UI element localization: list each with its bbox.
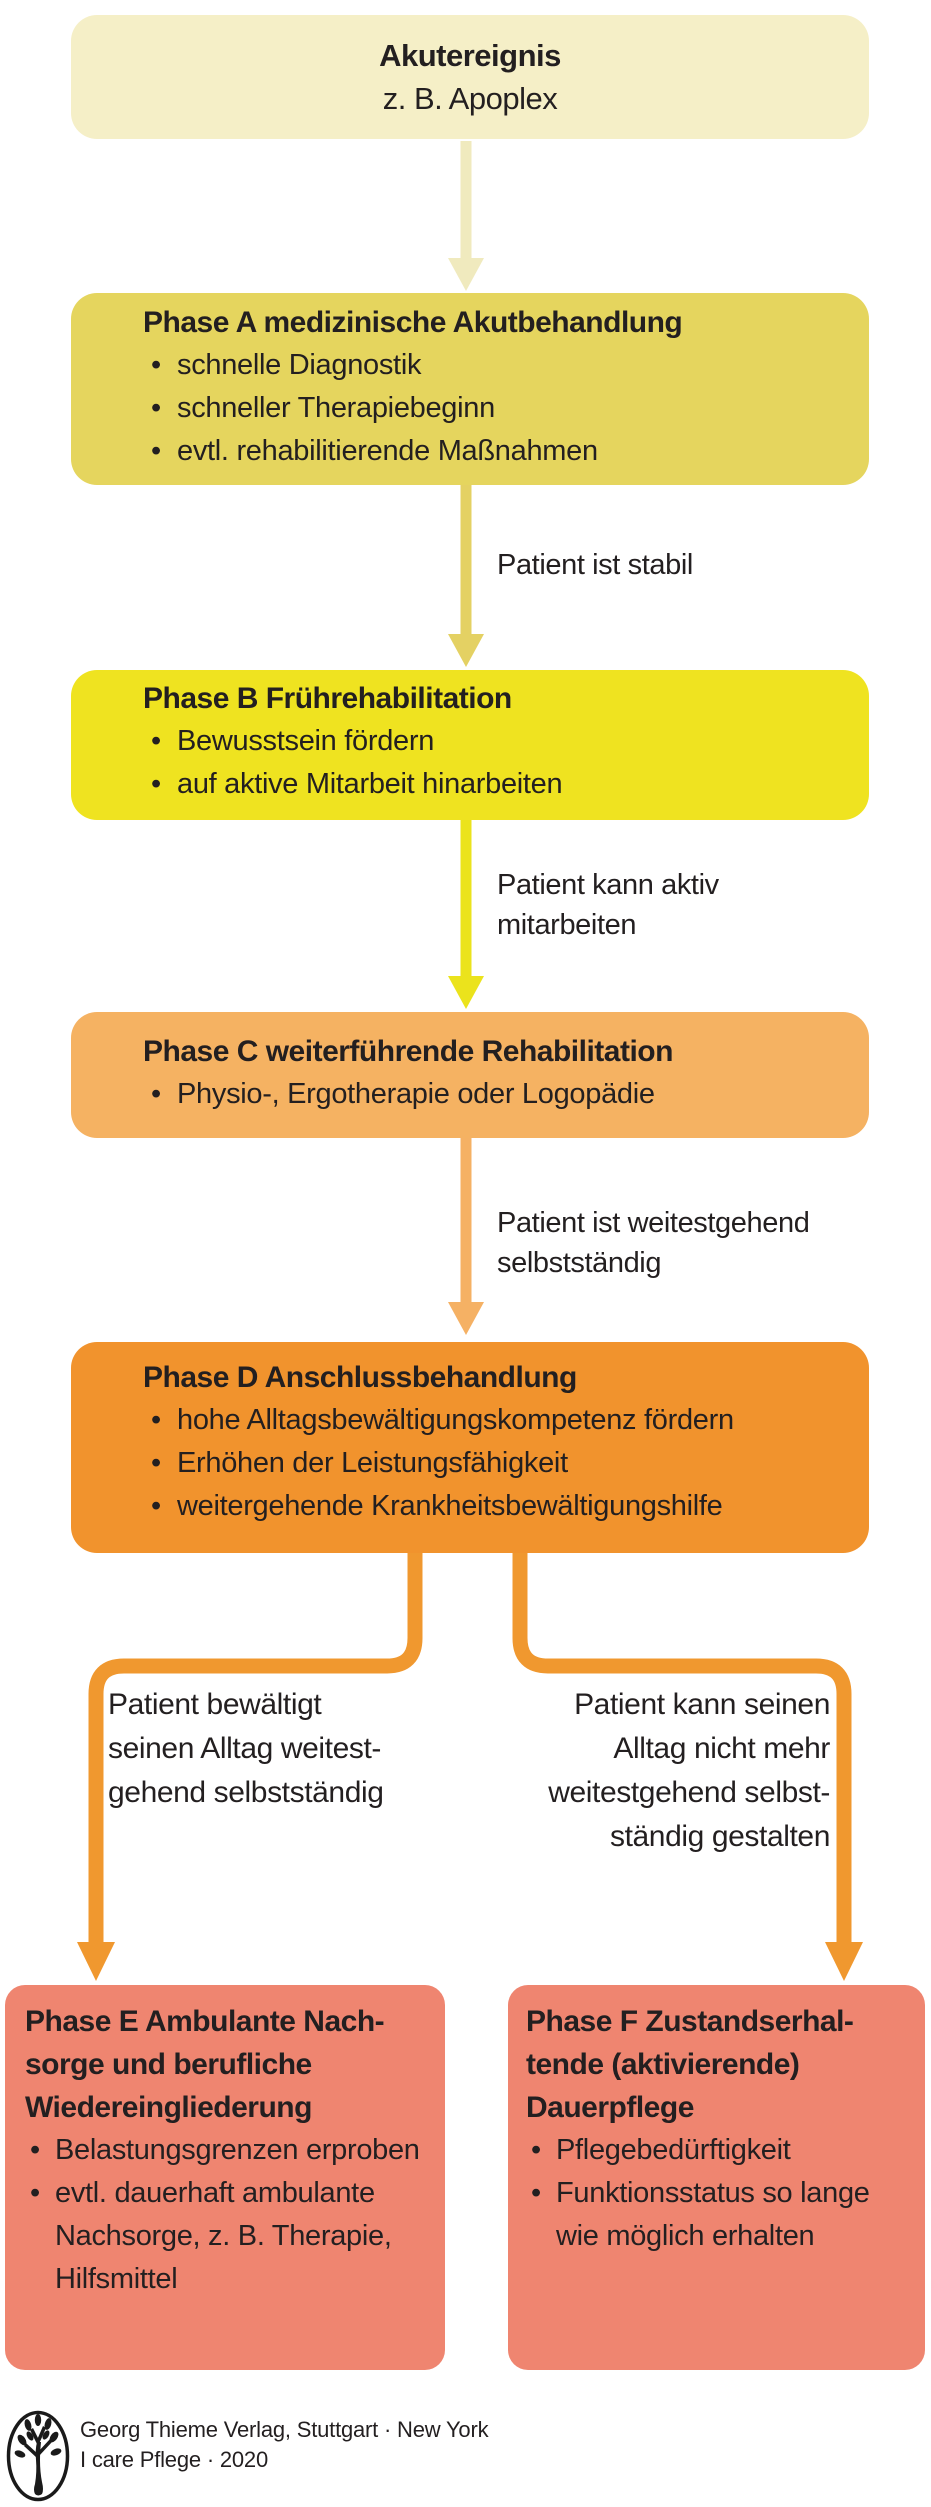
phase-f-bullet: Pflegebedürftigkeit xyxy=(526,2129,915,2172)
branch-label-line: seinen Alltag weitest- xyxy=(108,1732,382,1765)
arrow-start-to-a-head xyxy=(448,258,484,291)
arrow-b-to-c-head xyxy=(448,976,484,1009)
phase-e-title-line: Wiedereingliederung xyxy=(25,2091,312,2124)
branch-label-d-to-f: Patient kann seinen Alltag nicht mehr we… xyxy=(520,1683,830,1859)
phase-b-box: Phase B Frührehabilitation Bewusstsein f… xyxy=(71,670,869,820)
phase-f-bullet-list: Pflegebedürftigkeit Funktionsstatus so l… xyxy=(526,2129,915,2258)
branch-label-d-to-e: Patient bewältigt seinen Alltag weitest-… xyxy=(108,1683,384,1815)
phase-f-box: Phase F Zustandserhal- tende (aktivieren… xyxy=(508,1985,925,2370)
transition-label-c-d: Patient ist weitestgehend selbstständig xyxy=(497,1203,810,1283)
phase-e-title-line: Phase E Ambulante Nach- xyxy=(25,2005,385,2038)
phase-c-bullet: Physio-, Ergotherapie oder Logopädie xyxy=(143,1073,849,1116)
transition-label-a-b: Patient ist stabil xyxy=(497,545,693,585)
phase-d-box: Phase D Anschlussbehandlung hohe Alltags… xyxy=(71,1342,869,1553)
phase-b-bullet: auf aktive Mitarbeit hinarbeiten xyxy=(143,763,849,806)
arrow-d-to-f-path xyxy=(512,1551,852,1944)
arrow-d-to-e-head xyxy=(77,1942,115,1981)
phase-e-title-line: sorge und berufliche xyxy=(25,2048,312,2081)
phase-d-bullet-list: hohe Alltagsbewältigungskompetenz förder… xyxy=(143,1399,849,1528)
branch-label-line: Patient bewältigt xyxy=(108,1688,322,1721)
phase-e-bullet-list: Belastungsgrenzen erproben evtl. dauerha… xyxy=(25,2129,433,2301)
phase-a-bullet: schnelle Diagnostik xyxy=(143,344,849,387)
transition-label-b-c: Patient kann aktiv mitarbeiten xyxy=(497,865,719,945)
phase-f-bullet: Funktionsstatus so lange wie möglich erh… xyxy=(526,2172,915,2258)
phase-a-bullet: evtl. rehabilitierende Maßnahmen xyxy=(143,430,849,473)
phase-f-title-line: Dauerpflege xyxy=(526,2091,694,2124)
phase-d-bullet: Erhöhen der Leistungsfähigkeit xyxy=(143,1442,849,1485)
branch-label-line: Alltag nicht mehr xyxy=(613,1732,830,1765)
phase-a-box: Phase A medizinische Akutbehandlung schn… xyxy=(71,293,869,485)
phase-a-bullet: schneller Therapiebeginn xyxy=(143,387,849,430)
start-box-akutereignis: Akutereignis z. B. Apoplex xyxy=(71,15,869,139)
phase-f-title-line: Phase F Zustandserhal- xyxy=(526,2005,854,2038)
phase-a-title: Phase A medizinische Akutbehandlung xyxy=(143,306,683,339)
phase-d-title: Phase D Anschlussbehandlung xyxy=(143,1361,577,1394)
footer-source: I care Pflege · 2020 xyxy=(80,2447,269,2472)
phase-a-bullet-list: schnelle Diagnostik schneller Therapiebe… xyxy=(143,344,849,473)
arrow-d-to-f-head xyxy=(825,1942,863,1981)
start-box-subtitle: z. B. Apoplex xyxy=(382,81,558,116)
arrow-a-to-b-head xyxy=(448,634,484,667)
phase-e-title: Phase E Ambulante Nach- sorge und berufl… xyxy=(25,2000,433,2129)
phase-d-bullet: hohe Alltagsbewältigungskompetenz förder… xyxy=(143,1399,849,1442)
footer-credits: Georg Thieme Verlag, Stuttgart · New Yor… xyxy=(80,2415,489,2475)
branch-label-line: weitestgehend selbst- xyxy=(548,1776,830,1809)
branch-label-line: Patient kann seinen xyxy=(574,1688,830,1721)
phase-e-bullet: evtl. dauerhaft ambulante Nachsorge, z. … xyxy=(25,2172,433,2301)
arrow-d-to-e-path xyxy=(88,1551,423,1944)
transition-label-line: selbstständig xyxy=(497,1247,662,1279)
phase-b-title: Phase B Frührehabilitation xyxy=(143,682,512,715)
thieme-tree-logo-icon xyxy=(6,2410,70,2502)
transition-label-line: Patient ist weitestgehend xyxy=(497,1207,810,1239)
arrow-c-to-d-head xyxy=(448,1302,484,1335)
transition-label-line: Patient kann aktiv xyxy=(497,869,719,901)
phase-e-bullet: Belastungsgrenzen erproben xyxy=(25,2129,433,2172)
start-box-title: Akutereignis xyxy=(379,38,561,73)
branch-label-line: ständig gestalten xyxy=(609,1820,830,1853)
transition-label-line: mitarbeiten xyxy=(497,909,637,941)
phase-c-title: Phase C weiterführende Rehabilitation xyxy=(143,1035,673,1068)
phase-b-bullet-list: Bewusstsein fördern auf aktive Mitarbeit… xyxy=(143,720,849,806)
footer-publisher: Georg Thieme Verlag, Stuttgart · New Yor… xyxy=(80,2417,489,2442)
phase-d-bullet: weitergehende Krankheitsbewältigungshilf… xyxy=(143,1485,849,1528)
phase-b-bullet: Bewusstsein fördern xyxy=(143,720,849,763)
phase-c-bullet-list: Physio-, Ergotherapie oder Logopädie xyxy=(143,1073,849,1116)
phase-e-box: Phase E Ambulante Nach- sorge und berufl… xyxy=(5,1985,445,2370)
footer: Georg Thieme Verlag, Stuttgart · New Yor… xyxy=(0,2398,931,2507)
phase-c-box: Phase C weiterführende Rehabilitation Ph… xyxy=(71,1012,869,1138)
phase-f-title-line: tende (aktivierende) xyxy=(526,2048,800,2081)
phase-f-title: Phase F Zustandserhal- tende (aktivieren… xyxy=(526,2000,915,2129)
transition-label-line: Patient ist stabil xyxy=(497,549,693,581)
branch-label-line: gehend selbstständig xyxy=(108,1776,384,1809)
